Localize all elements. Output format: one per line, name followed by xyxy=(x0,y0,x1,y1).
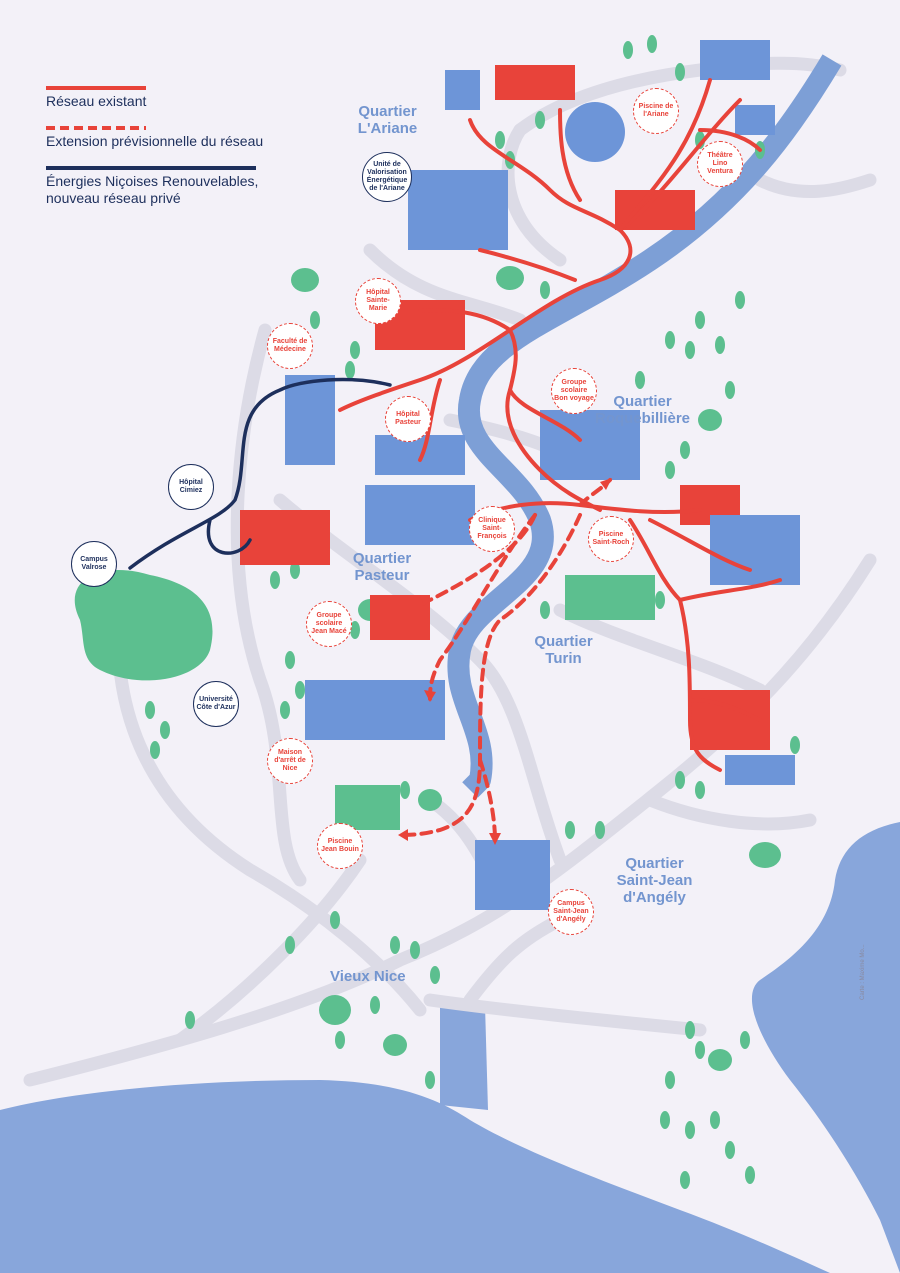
buildings xyxy=(240,40,800,910)
label-vieux-nice: Vieux Nice xyxy=(330,968,406,985)
label-quartier-pasteur: Quartier Pasteur xyxy=(352,550,412,584)
poi-unite-valorisation: Unité de Valorisation Énergétique de l'A… xyxy=(362,152,412,202)
label-quartier-ariane: Quartier L'Ariane xyxy=(357,103,418,137)
legend-label: Extension prévisionnelle du réseau xyxy=(46,133,264,149)
sea xyxy=(0,1080,830,1273)
legend-item-existing: Réseau existant xyxy=(46,80,266,110)
poi-piscine-jean-bouin: Piscine Jean Bouin xyxy=(317,823,363,869)
legend: Réseau existant Extension prévisionnelle… xyxy=(46,80,266,217)
port xyxy=(440,1005,488,1110)
poi-clinique-saint-francois: Clinique Saint-François xyxy=(469,506,515,552)
poi-universite-cote-azur: Université Côte d'Azur xyxy=(193,681,239,727)
poi-theatre-lino: Théâtre Lino Ventura xyxy=(697,141,743,187)
poi-groupe-bon-voyage: Groupe scolaire Bon voyage xyxy=(551,368,597,414)
poi-hopital-cimiez: Hôpital Cimiez xyxy=(168,464,214,510)
label-quartier-roquebilliere: Quartier Roquebillière xyxy=(594,393,691,427)
poi-hopital-sainte-marie: Hôpital Sainte-Marie xyxy=(355,278,401,324)
legend-label: Réseau existant xyxy=(46,93,147,109)
poi-maison-arret: Maison d'arrêt de Nice xyxy=(267,738,313,784)
legend-label: Énergies Niçoises Renouvelables, nouveau… xyxy=(46,173,259,206)
poi-campus-valrose: Campus Valrose xyxy=(71,541,117,587)
poi-piscine-saint-roch: Piscine Saint-Roch xyxy=(588,516,634,562)
private-network xyxy=(128,377,392,570)
extension-arrows xyxy=(398,478,612,845)
campus-valrose-park xyxy=(74,570,213,681)
poi-piscine-ariane: Piscine de l'Ariane xyxy=(633,88,679,134)
poi-campus-saint-jean: Campus Saint-Jean d'Angély xyxy=(548,889,594,935)
poi-hopital-pasteur: Hôpital Pasteur xyxy=(385,396,431,442)
label-quartier-turin: Quartier Turin xyxy=(534,633,593,667)
credit: Carte : Maxime Mo... xyxy=(860,944,866,1000)
poi-faculte-medecine: Faculté de Médecine xyxy=(267,323,313,369)
legend-item-extension: Extension prévisionnelle du réseau xyxy=(46,120,266,150)
label-quartier-saint-jean: Quartier Saint-Jean d'Angély xyxy=(616,855,693,906)
sea-east xyxy=(751,822,900,1273)
poi-groupe-jean-mace: Groupe scolaire Jean Macé xyxy=(306,601,352,647)
river-paillon xyxy=(447,54,842,798)
legend-item-private: Énergies Niçoises Renouvelables, nouveau… xyxy=(46,160,266,207)
existing-network xyxy=(338,78,782,772)
